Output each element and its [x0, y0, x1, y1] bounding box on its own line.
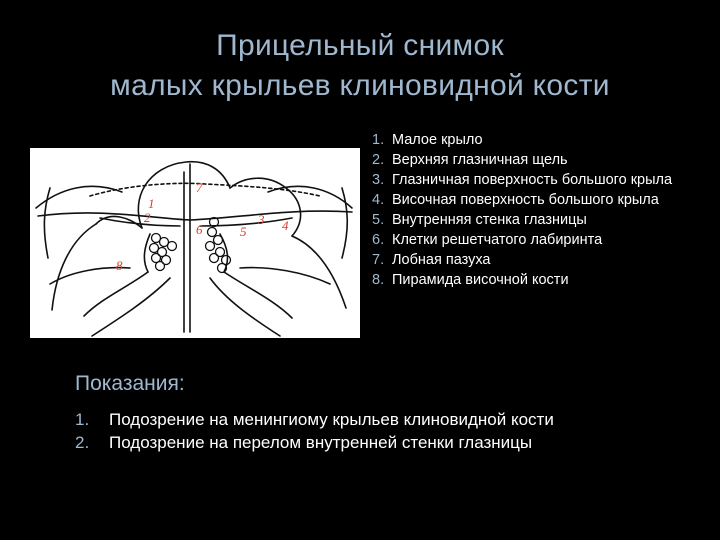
indication-item: 2. Подозрение на перелом внутренней стенк…: [75, 431, 715, 454]
legend-text: Малое крыло: [392, 132, 483, 148]
legend-number: 3.: [372, 172, 385, 188]
indication-item: 1. Подозрение на менингиому крыльев клино…: [75, 408, 715, 431]
legend-item: 2. Верхняя глазничная щель: [372, 150, 717, 170]
indications-heading: Показания:: [75, 372, 185, 395]
indications-list: 1. Подозрение на менингиому крыльев клино…: [75, 408, 715, 454]
figure-label-3: 3: [257, 212, 265, 227]
figure-label-1: 1: [148, 196, 155, 211]
legend-number: 2.: [372, 152, 385, 168]
legend-text: Лобная пазуха: [392, 252, 491, 268]
legend-text: Клетки решетчатого лабиринта: [392, 232, 603, 248]
legend-number: 6.: [372, 232, 385, 248]
title-line-2: малых крыльев клиновидной кости: [110, 69, 610, 102]
legend-item: 5. Внутренняя стенка глазницы: [372, 210, 717, 230]
slide-title: Прицельный снимок малых крыльев клиновид…: [0, 26, 720, 106]
indication-number: 2.: [75, 433, 90, 452]
legend-item: 6. Клетки решетчатого лабиринта: [372, 230, 717, 250]
legend-number: 1.: [372, 132, 385, 148]
figure-label-5: 5: [240, 224, 247, 239]
legend-text: Височная поверхность большого крыла: [392, 192, 659, 208]
legend-item: 8. Пирамида височной кости: [372, 270, 717, 290]
schematic-drawing: 1 2 3 4 5 6 7 8: [35, 160, 353, 337]
figure-label-7: 7: [196, 180, 203, 195]
figure-label-6: 6: [196, 222, 203, 237]
legend-item: 1. Малое крыло: [372, 130, 717, 150]
legend-text: Глазничная поверхность большого крыла: [392, 172, 673, 188]
indication-text: Подозрение на перелом внутренней стенки …: [109, 433, 533, 452]
legend-number: 4.: [372, 192, 385, 208]
indication-text: Подозрение на менингиому крыльев клинови…: [109, 410, 554, 429]
legend-text: Внутренняя стенка глазницы: [392, 212, 587, 228]
figure-legend: 1.Малое крыло 2.Верхняя глазничная щель …: [372, 130, 717, 290]
legend-number: 8.: [372, 272, 385, 288]
legend-item: 4. Височная поверхность большого крыла: [372, 190, 717, 210]
legend-item: 3. Глазничная поверхность большого крыла: [372, 170, 717, 190]
figure-label-2: 2: [144, 210, 151, 225]
xray-schematic-figure: 1 2 3 4 5 6 7 8: [30, 148, 360, 338]
indication-number: 1.: [75, 410, 90, 429]
legend-text: Пирамида височной кости: [392, 272, 569, 288]
figure-label-4: 4: [282, 218, 289, 233]
legend-text: Верхняя глазничная щель: [392, 152, 568, 168]
legend-number: 7.: [372, 252, 385, 268]
legend-number: 5.: [372, 212, 385, 228]
title-line-1: Прицельный снимок: [216, 29, 504, 62]
legend-item: 7. Лобная пазуха: [372, 250, 717, 270]
figure-label-8: 8: [116, 258, 123, 273]
